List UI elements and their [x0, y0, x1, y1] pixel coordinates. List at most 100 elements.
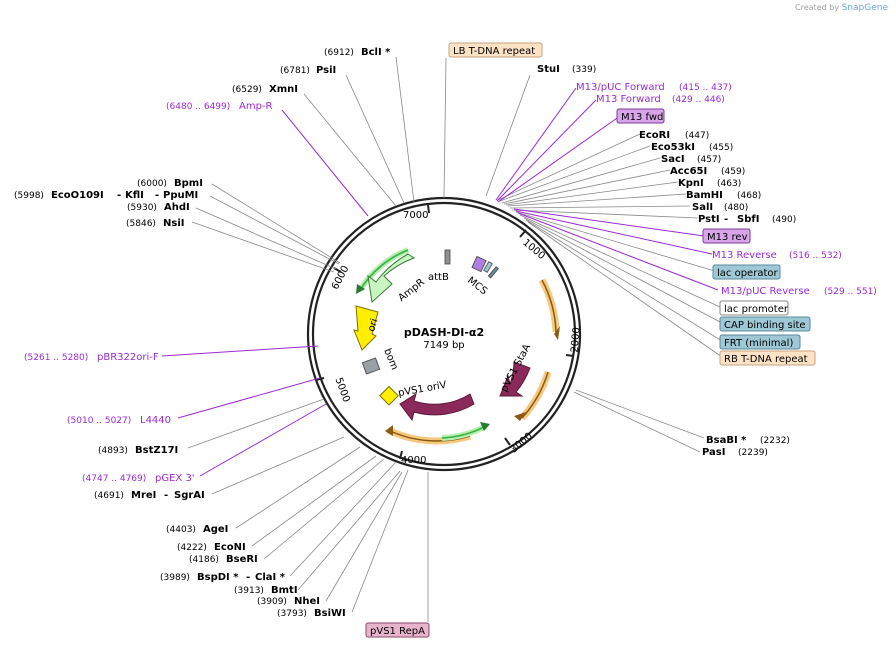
svg-text:(529 .. 551): (529 .. 551) — [824, 287, 877, 297]
svg-text:MreI: MreI — [131, 490, 156, 501]
svg-text:M13/pUC Reverse: M13/pUC Reverse — [721, 286, 810, 297]
svg-text:LB T-DNA repeat: LB T-DNA repeat — [453, 46, 535, 57]
svg-text:lac operator: lac operator — [717, 268, 778, 279]
svg-text:SbfI: SbfI — [737, 214, 759, 225]
svg-text:RB T-DNA repeat: RB T-DNA repeat — [724, 354, 808, 365]
svg-text:(5930): (5930) — [127, 203, 157, 213]
svg-text:(5010 .. 5027): (5010 .. 5027) — [67, 416, 131, 426]
svg-text:NheI: NheI — [294, 596, 320, 607]
svg-text:M13/pUC Forward: M13/pUC Forward — [576, 82, 665, 93]
feature-mcs — [471, 255, 499, 279]
svg-text:FRT (minimal): FRT (minimal) — [724, 338, 793, 349]
svg-text:PstI: PstI — [698, 214, 720, 225]
arc-arrowhead — [554, 326, 560, 340]
svg-text:BclI *: BclI * — [361, 47, 391, 58]
arc-arrowhead — [385, 425, 393, 436]
svg-text:(4403): (4403) — [166, 525, 196, 535]
svg-text:(339): (339) — [572, 65, 596, 75]
svg-text:BseRI: BseRI — [226, 554, 258, 565]
primer-labels: M13/pUC Forward (415 .. 437) M13 Forward… — [24, 82, 877, 484]
svg-text:BamHI: BamHI — [686, 190, 723, 201]
svg-text:(6781): (6781) — [280, 66, 310, 76]
tick-label-5000: 5000 — [333, 376, 352, 404]
box-lb-tdna: LB T-DNA repeat — [448, 42, 543, 58]
svg-text:(4186): (4186) — [189, 555, 219, 565]
box-m13-rev: M13 rev — [702, 228, 751, 244]
feature-label-attb: attB — [428, 272, 449, 283]
svg-text:(3913): (3913) — [234, 586, 264, 596]
arc-arrowhead — [514, 412, 526, 421]
svg-text:(6480 .. 6499): (6480 .. 6499) — [166, 102, 230, 112]
box-lac-promoter: lac promoter — [719, 300, 789, 316]
svg-text:(463): (463) — [717, 179, 741, 189]
snapgene-credit: Created by SnapGene — [795, 3, 888, 13]
svg-text:-: - — [246, 572, 250, 583]
credit-prefix: Created by — [795, 3, 840, 12]
svg-text:PpuMI: PpuMI — [163, 190, 198, 201]
svg-text:(3989): (3989) — [160, 573, 190, 583]
svg-text:(5998): (5998) — [14, 191, 44, 201]
svg-text:(6529): (6529) — [232, 85, 262, 95]
svg-text:(4893): (4893) — [98, 446, 128, 456]
svg-text:M13 Forward: M13 Forward — [596, 94, 661, 105]
svg-text:pVS1 RepA: pVS1 RepA — [370, 626, 425, 637]
svg-text:KpnI: KpnI — [678, 178, 704, 189]
svg-text:(2232): (2232) — [760, 436, 790, 446]
svg-text:BmtI: BmtI — [271, 585, 298, 596]
feature-oriv-marker — [379, 385, 399, 406]
svg-text:(468): (468) — [737, 191, 761, 201]
svg-text:PasI: PasI — [702, 447, 725, 458]
svg-text:SalI: SalI — [692, 202, 713, 213]
feature-pvs1-oriv — [399, 392, 475, 422]
svg-text:(5261 .. 5280): (5261 .. 5280) — [24, 353, 88, 363]
svg-text:ClaI *: ClaI * — [255, 572, 286, 583]
sites-right: StuI (339) EcoRI (447) Eco53kI (455) Sac… — [537, 64, 796, 458]
svg-text:BsaBI *: BsaBI * — [706, 435, 747, 446]
svg-text:pBR322ori-F: pBR322ori-F — [97, 352, 159, 363]
svg-text:(6000): (6000) — [137, 179, 167, 189]
svg-text:-: - — [155, 190, 159, 201]
feature-label-bom: bom — [381, 347, 400, 372]
feature-bom — [361, 357, 381, 375]
svg-text:M13 Reverse: M13 Reverse — [712, 250, 777, 261]
svg-text:(5846): (5846) — [126, 219, 156, 229]
svg-text:Acc65I: Acc65I — [670, 166, 707, 177]
feature-attb — [444, 249, 451, 265]
svg-text:(455): (455) — [709, 143, 733, 153]
snapgene-logo: SnapGene — [841, 3, 888, 13]
box-lac-operator: lac operator — [712, 264, 781, 280]
svg-text:M13 rev: M13 rev — [707, 232, 748, 243]
svg-text:(4222): (4222) — [177, 543, 207, 553]
svg-text:BspDI *: BspDI * — [197, 572, 239, 583]
feature-label-mcs: MCS — [465, 275, 489, 297]
svg-text:(516 .. 532): (516 .. 532) — [789, 251, 842, 261]
svg-text:(415 .. 437): (415 .. 437) — [679, 83, 732, 93]
svg-text:(490): (490) — [772, 215, 796, 225]
leader-lines — [187, 56, 723, 622]
box-cap-binding: CAP binding site — [719, 316, 811, 332]
box-frt: FRT (minimal) — [719, 334, 801, 350]
feature-ori — [353, 305, 379, 351]
svg-text:lac promoter: lac promoter — [724, 304, 789, 315]
green-arrowhead — [480, 422, 490, 431]
svg-text:Amp-R: Amp-R — [239, 101, 273, 112]
plasmid-name: pDASH-DI-α2 — [404, 326, 484, 339]
svg-text:-: - — [724, 214, 728, 225]
svg-text:(480): (480) — [724, 203, 748, 213]
box-pvs1-repa: pVS1 RepA — [365, 622, 430, 638]
svg-text:Eco53kI: Eco53kI — [651, 142, 695, 153]
tick-label-4000: 4000 — [401, 455, 426, 466]
svg-text:EcoO109I: EcoO109I — [51, 190, 104, 201]
svg-text:(6912): (6912) — [324, 48, 354, 58]
feature-label-oriv: pVS1 oriV — [397, 380, 447, 399]
svg-text:M13 fwd: M13 fwd — [621, 112, 663, 123]
svg-text:(4747 .. 4769): (4747 .. 4769) — [82, 474, 146, 484]
svg-text:(3909): (3909) — [257, 597, 287, 607]
svg-text:L4440: L4440 — [140, 415, 171, 426]
svg-text:EcoRI: EcoRI — [639, 130, 670, 141]
svg-text:(3793): (3793) — [277, 609, 307, 619]
svg-text:-: - — [117, 190, 121, 201]
primer-leader-lines — [161, 87, 719, 477]
svg-text:-: - — [164, 490, 168, 501]
